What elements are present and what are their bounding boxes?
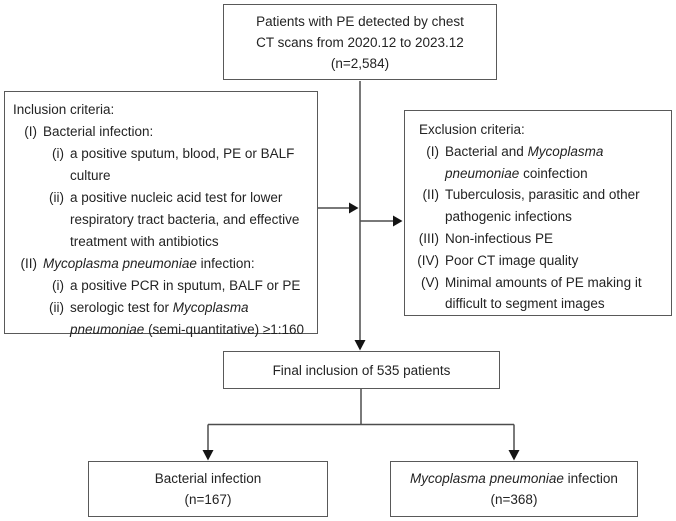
item-text: a positive PCR in sputum, BALF or PE: [70, 278, 301, 293]
exclusion-item: (II) Tuberculosis, parasitic and other: [415, 184, 667, 206]
item-text: Minimal amounts of PE making it: [445, 274, 642, 290]
item-text: difficult to segment images: [445, 296, 605, 312]
exclusion-item: pathogenic infections: [415, 206, 667, 228]
arrowhead-down-final: [354, 340, 366, 351]
exclusion-item: pneumoniae coinfection: [415, 163, 667, 185]
item-marker: (I): [426, 143, 439, 159]
item-marker: (I): [24, 124, 37, 139]
patients-source-line1: Patients with PE detected by chest: [256, 13, 464, 29]
exclusion-heading: Exclusion criteria:: [419, 122, 525, 137]
item-marker: (V): [421, 274, 439, 290]
final-inclusion-box: Final inclusion of 535 patients: [223, 351, 500, 389]
item-marker: (i): [52, 146, 64, 161]
item-text: pneumoniae (semi-quantitative) ≥1:160: [70, 322, 305, 337]
item-text: Poor CT image quality: [445, 252, 579, 268]
final-inclusion-text: Final inclusion of 535 patients: [272, 362, 451, 378]
bacterial-infection-label: Bacterial infection: [154, 471, 262, 486]
inclusion-item: (ii) serologic test for Mycoplasma: [13, 297, 313, 319]
patients-source-count: (n=2,584): [330, 55, 390, 71]
item-marker: (IV): [417, 252, 439, 268]
item-text: Non-infectious PE: [445, 230, 554, 246]
item-marker: (i): [52, 278, 64, 293]
item-text: serologic test for Mycoplasma: [70, 300, 249, 315]
inclusion-item: (II) Mycoplasma pneumoniae infection:: [13, 253, 313, 275]
inclusion-item: (i) a positive sputum, blood, PE or BALF: [13, 143, 313, 165]
mycoplasma-infection-box: Mycoplasma pneumoniae infection (n=368): [390, 461, 638, 517]
item-marker: (ii): [49, 190, 64, 205]
patients-source-line2: CT scans from 2020.12 to 2023.12: [256, 34, 464, 50]
bacterial-infection-box: Bacterial infection (n=167): [88, 461, 328, 517]
item-text: pathogenic infections: [445, 209, 572, 225]
inclusion-item: (I) Bacterial infection:: [13, 121, 313, 143]
inclusion-item: treatment with antibiotics: [13, 231, 313, 253]
arrowhead-down-mycoplasma: [508, 450, 520, 461]
item-text: Bacterial infection:: [43, 124, 154, 139]
exclusion-item: (I) Bacterial and Mycoplasma: [415, 141, 667, 163]
mycoplasma-infection-label: Mycoplasma pneumoniae infection: [410, 471, 618, 486]
bacterial-infection-count: (n=167): [184, 492, 232, 507]
item-text: respiratory tract bacteria, and effectiv…: [70, 212, 300, 227]
item-text: Mycoplasma pneumoniae infection:: [43, 256, 255, 271]
item-text: Tuberculosis, parasitic and other: [445, 187, 640, 203]
item-text: culture: [70, 168, 111, 183]
item-marker: (II): [20, 256, 38, 271]
item-text: pneumoniae coinfection: [445, 165, 588, 181]
arrowhead-right-line: [349, 202, 359, 214]
item-text: treatment with antibiotics: [70, 234, 219, 249]
exclusion-item: (V) Minimal amounts of PE making it: [415, 272, 667, 294]
inclusion-item: pneumoniae (semi-quantitative) ≥1:160: [13, 319, 313, 341]
item-marker: (II): [422, 187, 440, 203]
item-text: Bacterial and Mycoplasma: [445, 143, 604, 159]
patients-source-box: Patients with PE detected by chest CT sc…: [223, 4, 497, 80]
item-marker: (III): [418, 230, 439, 246]
inclusion-item: respiratory tract bacteria, and effectiv…: [13, 209, 313, 231]
item-text: a positive nucleic acid test for lower: [70, 190, 283, 205]
exclusion-item: (IV) Poor CT image quality: [415, 250, 667, 272]
exclusion-item: (III) Non-infectious PE: [415, 228, 667, 250]
item-text: a positive sputum, blood, PE or BALF: [70, 146, 295, 161]
inclusion-item: (ii) a positive nucleic acid test for lo…: [13, 187, 313, 209]
inclusion-item: culture: [13, 165, 313, 187]
exclusion-criteria-box: Exclusion criteria: (I) Bacterial and My…: [404, 110, 672, 316]
inclusion-item: (i) a positive PCR in sputum, BALF or PE: [13, 275, 313, 297]
mycoplasma-infection-count: (n=368): [490, 492, 538, 507]
arrowhead-right-exclusion: [393, 215, 403, 227]
inclusion-heading: Inclusion criteria:: [13, 102, 115, 117]
exclusion-item: difficult to segment images: [415, 293, 667, 315]
arrowhead-down-bacterial: [202, 450, 214, 461]
item-marker: (ii): [49, 300, 64, 315]
inclusion-criteria-box: Inclusion criteria: (I) Bacterial infect…: [4, 91, 318, 337]
